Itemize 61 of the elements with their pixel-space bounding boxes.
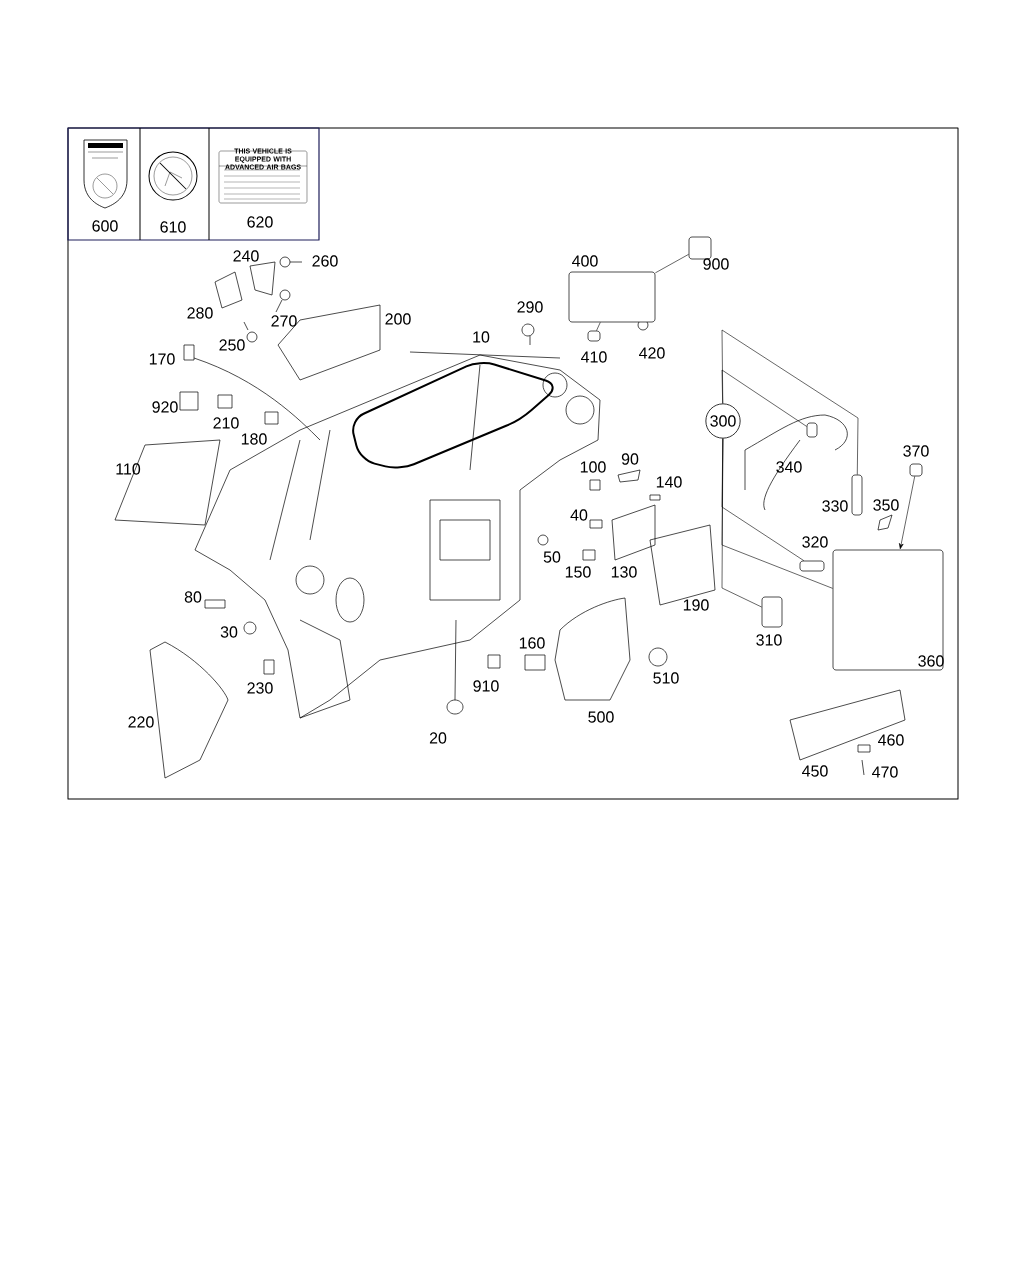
callout-number: 90 xyxy=(621,453,639,465)
callout-number: 420 xyxy=(639,347,665,359)
callout-number: 80 xyxy=(184,591,202,603)
leader-line xyxy=(721,369,807,427)
wire-connector xyxy=(806,422,818,438)
callout-number: 170 xyxy=(149,353,175,365)
callout-number: 600 xyxy=(92,220,118,232)
leader-line xyxy=(596,322,601,331)
nut-part xyxy=(587,330,601,342)
callout-number: 910 xyxy=(473,680,499,692)
callout-number: 110 xyxy=(116,463,141,475)
callout-number: 240 xyxy=(233,250,259,262)
callout-number: 250 xyxy=(219,339,245,351)
callout-number: 340 xyxy=(776,461,802,473)
callout-number: 140 xyxy=(656,476,682,488)
callout-number: 280 xyxy=(187,307,213,319)
leader-line xyxy=(655,254,689,274)
callout-number: 40 xyxy=(570,509,588,521)
callout-number: 470 xyxy=(872,766,898,778)
callout-number: 130 xyxy=(611,566,637,578)
callout-number: 260 xyxy=(312,255,338,267)
callout-number: 50 xyxy=(543,551,561,563)
glove-box xyxy=(832,549,944,671)
clip-nut xyxy=(909,463,923,477)
kit-callout: 300 xyxy=(705,403,741,439)
callout-number: 500 xyxy=(588,711,614,723)
callout-number: 190 xyxy=(683,599,709,611)
callout-number: 150 xyxy=(565,566,591,578)
callout-number: 200 xyxy=(385,313,411,325)
callout-number: 100 xyxy=(580,461,606,473)
callout-number: 510 xyxy=(653,672,679,684)
callout-number: 410 xyxy=(581,351,607,363)
callout-number: 330 xyxy=(822,500,848,512)
callout-number: 920 xyxy=(152,401,178,413)
callout-number: 900 xyxy=(703,258,729,270)
switch-part xyxy=(851,474,863,516)
callout-number: 270 xyxy=(271,315,297,327)
callout-number: 180 xyxy=(241,433,267,445)
callout-number: 10 xyxy=(473,331,490,343)
arrow xyxy=(899,476,916,550)
airbag-module xyxy=(568,271,656,323)
callout-number: 460 xyxy=(878,734,904,746)
callout-number: 360 xyxy=(918,655,944,667)
callout-number: 220 xyxy=(128,716,154,728)
callout-number: 290 xyxy=(517,301,543,313)
callout-number: 350 xyxy=(873,499,899,511)
clip-part xyxy=(799,560,825,572)
callout-number: 30 xyxy=(220,626,238,638)
callout-number: 210 xyxy=(213,417,239,429)
callout-number: 450 xyxy=(802,765,828,777)
callout-number: 160 xyxy=(519,637,545,649)
callout-number: 20 xyxy=(429,732,447,744)
callout-number: 610 xyxy=(160,221,186,233)
callout-number: 230 xyxy=(247,682,273,694)
label-part xyxy=(688,236,712,260)
leader-line xyxy=(721,438,762,608)
callout-number: 370 xyxy=(903,445,929,457)
callout-number: 620 xyxy=(247,216,273,228)
callout-number: 320 xyxy=(802,536,828,548)
lock-part xyxy=(761,596,783,628)
leader-line xyxy=(721,329,859,475)
